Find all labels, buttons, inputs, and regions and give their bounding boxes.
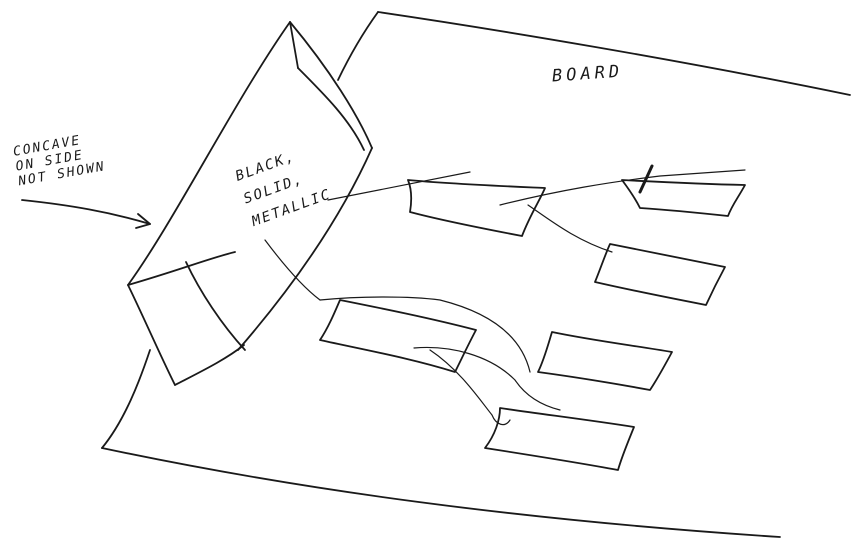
tile-mid-right: [594, 243, 726, 306]
tile-bottom-right-upper: [537, 331, 673, 391]
block: [127, 21, 373, 386]
tile-top-center: [407, 179, 546, 237]
board-outline: [101, 11, 851, 538]
tile-center-left: [319, 299, 477, 373]
tile-top-right: [621, 179, 746, 217]
arrow: [21, 199, 151, 229]
tile-bottom-right-lower: [484, 407, 635, 471]
wires: [319, 164, 746, 426]
